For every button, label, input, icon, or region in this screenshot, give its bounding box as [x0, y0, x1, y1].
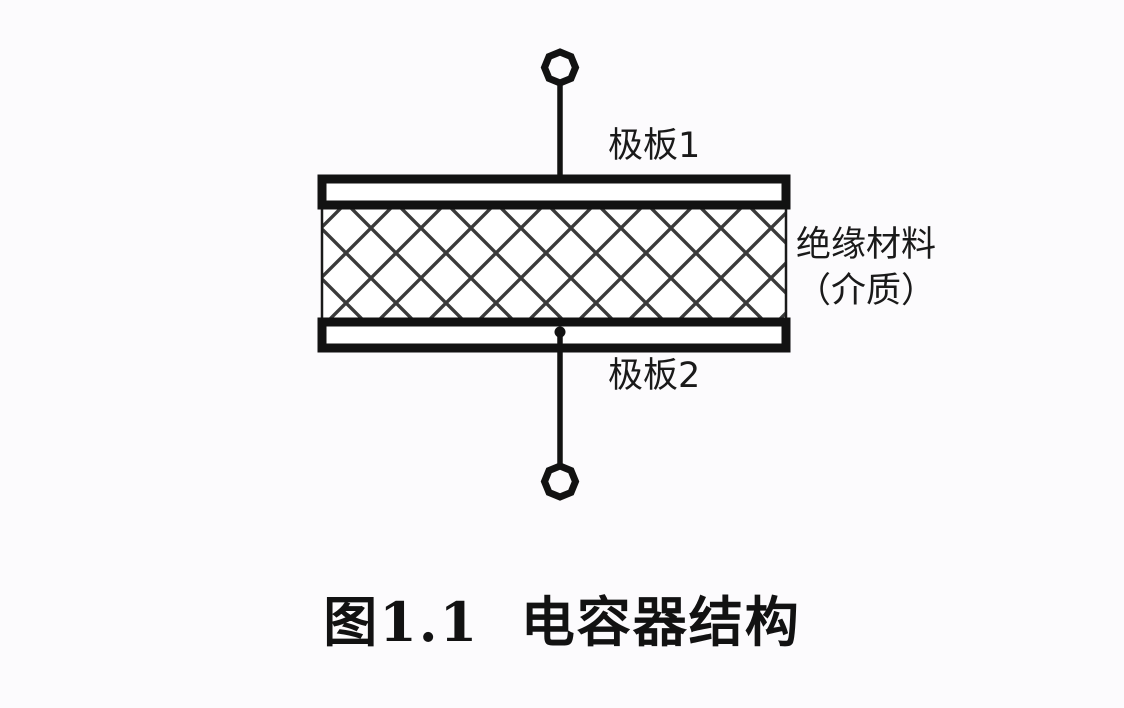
label-dielectric: 绝缘材料 （介质）	[796, 222, 936, 314]
terminal-lead-top	[555, 80, 565, 186]
dielectric-region	[320, 202, 788, 324]
label-dielectric-line1: 绝缘材料	[796, 225, 937, 265]
terminal-node-top-icon	[540, 48, 580, 87]
label-plate-bottom: 极板2	[608, 356, 701, 396]
terminal-node-bottom-icon	[540, 462, 580, 501]
plate-top	[317, 174, 791, 210]
label-dielectric-line2: （介质）	[796, 271, 937, 311]
label-plate-top: 极板1	[608, 126, 701, 166]
terminal-lead-bottom	[554, 326, 566, 468]
plate-bottom	[317, 317, 791, 353]
figure-caption: 图1.1 电容器结构	[323, 590, 801, 654]
